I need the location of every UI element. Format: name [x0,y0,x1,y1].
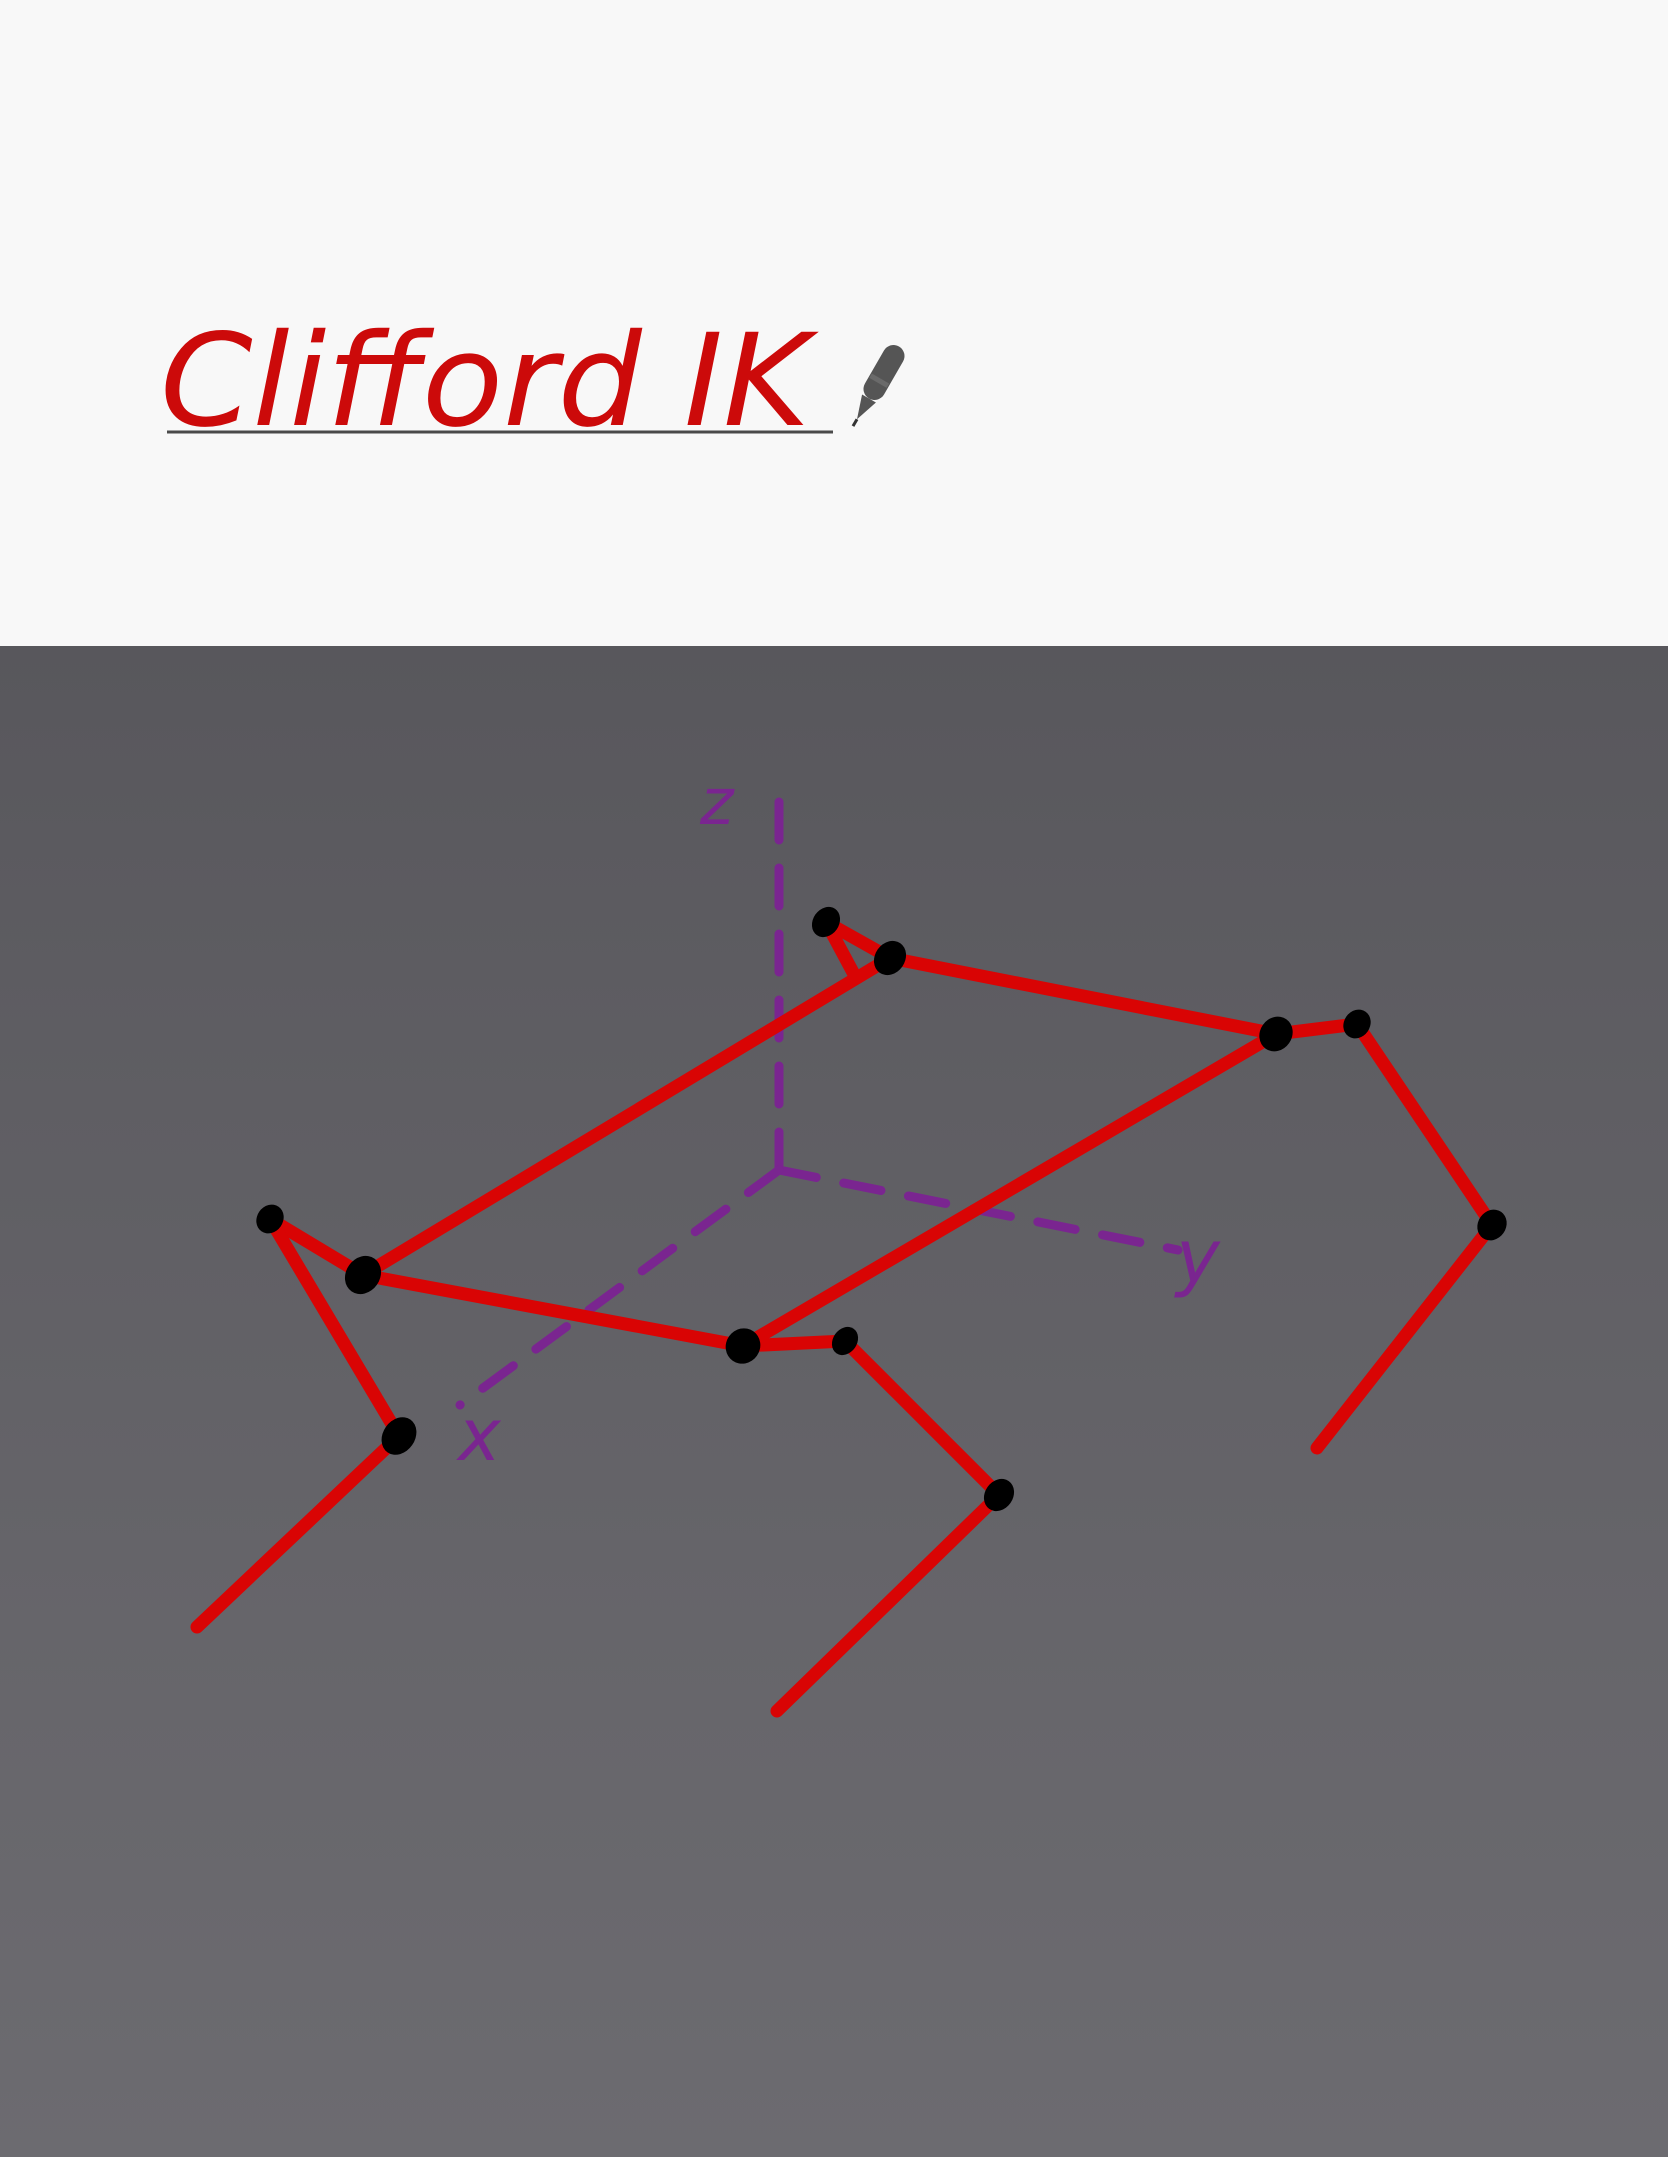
joint [811,906,841,938]
page-title: Clifford IK [160,307,819,456]
joint [381,1417,417,1455]
joint [873,940,907,976]
leg-front-right-shin [770,1488,1006,1718]
leg-back-right-shin [1310,1218,1499,1455]
body-edge-left [356,951,897,1282]
joint [1477,1209,1507,1241]
pen-icon[interactable] [843,341,908,432]
joint [256,1204,284,1234]
x-axis-label: x [456,1393,502,1477]
y-axis-label: y [1174,1214,1221,1300]
body-edge-back [883,951,1283,1041]
x-axis [455,1165,784,1410]
drawing-canvas[interactable]: z y x [0,646,1668,2157]
body-edge-right [736,1027,1283,1353]
joint [1259,1016,1293,1052]
leg-front-right-thigh [838,1334,1006,1502]
joint [725,1328,761,1364]
skeleton-joints [256,906,1507,1512]
leg-front-left-hip [263,1212,370,1282]
z-axis-label: z [699,766,735,840]
leg-back-right-thigh [1350,1017,1499,1232]
leg-front-left-shin [190,1429,406,1634]
title-area: Clifford IK [0,0,1668,646]
joint [983,1478,1015,1512]
leg-front-left-thigh [263,1212,406,1443]
joint [831,1326,859,1356]
body-edge-front [356,1268,750,1353]
robot-skeleton [190,915,1499,1718]
joint [1343,1009,1371,1039]
joint [344,1255,382,1295]
